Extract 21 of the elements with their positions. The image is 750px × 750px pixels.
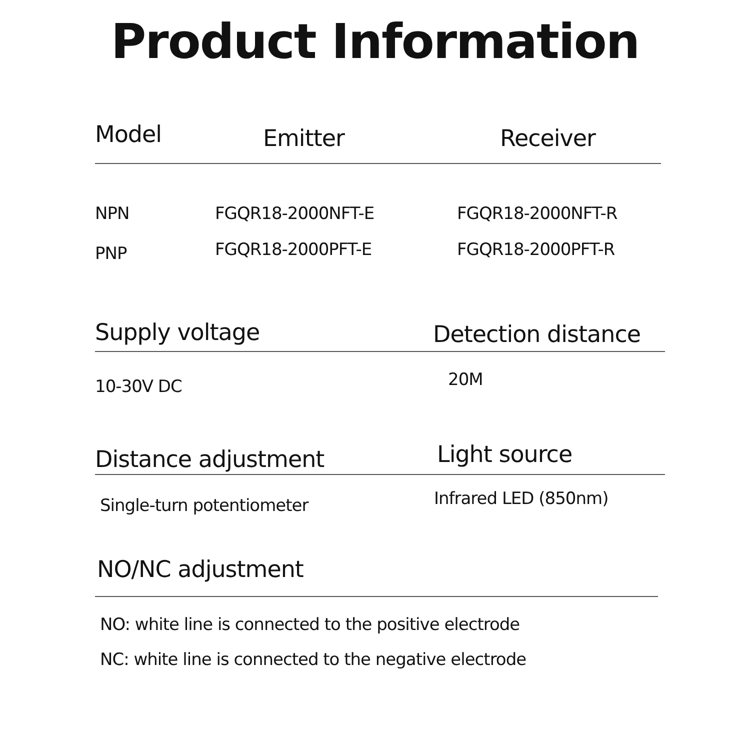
spec-heading: Light source — [437, 442, 572, 468]
page-title: Product Information — [110, 14, 640, 70]
model-number: FGQR18-2000PFT-E — [215, 240, 372, 260]
spec-value: Infrared LED (850nm) — [434, 489, 608, 509]
note-text: NO: white line is connected to the positive electrode — [100, 615, 520, 635]
spec-value: 20M — [448, 370, 483, 390]
model-number: FGQR18-2000PFT-R — [457, 240, 615, 260]
spec-heading: Distance adjustment — [95, 447, 324, 473]
spec-value: 10-30V DC — [95, 377, 182, 397]
row-label: PNP — [95, 244, 127, 264]
column-heading: Model — [95, 122, 162, 148]
note-text: NC: white line is connected to the negative electrode — [100, 650, 526, 670]
spec-heading: NO/NC adjustment — [97, 557, 304, 583]
spec-value: Single-turn potentiometer — [100, 496, 308, 516]
spec-heading: Supply voltage — [95, 320, 260, 346]
column-heading: Emitter — [263, 126, 344, 152]
spec-heading: Detection distance — [433, 322, 641, 348]
model-number: FGQR18-2000NFT-R — [457, 204, 618, 224]
column-heading: Receiver — [500, 126, 596, 152]
row-label: NPN — [95, 204, 130, 224]
model-number: FGQR18-2000NFT-E — [215, 204, 374, 224]
